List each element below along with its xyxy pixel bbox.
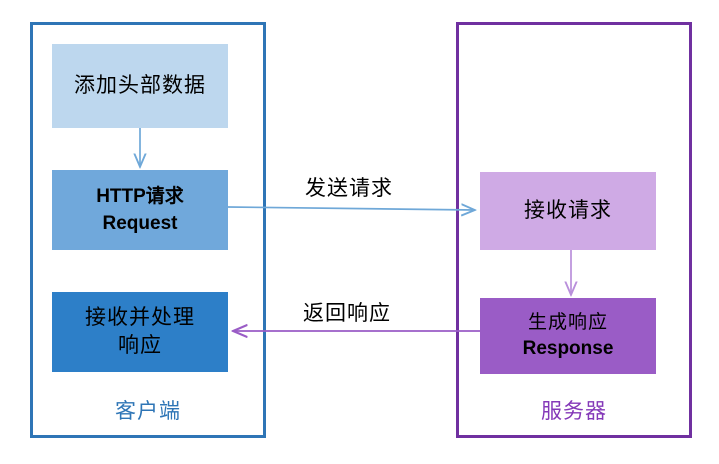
node-receive-request-line-1: 接收请求 bbox=[524, 199, 612, 222]
edge-label-send-request: 发送请求 bbox=[305, 177, 393, 200]
node-generate-response-line-2: Response bbox=[522, 338, 614, 359]
node-http-request: HTTP请求 Request bbox=[52, 170, 228, 250]
edge-label-return-response: 返回响应 bbox=[303, 302, 391, 325]
node-receive-request: 接收请求 bbox=[480, 172, 656, 250]
node-receive-response-line-1: 接收并处理 bbox=[85, 306, 195, 329]
node-generate-response-line-1: 生成响应 bbox=[527, 312, 608, 333]
node-http-request-line-2: Request bbox=[102, 213, 178, 234]
node-generate-response: 生成响应 Response bbox=[480, 298, 656, 374]
node-receive-response: 接收并处理 响应 bbox=[52, 292, 228, 372]
node-add-header: 添加头部数据 bbox=[52, 44, 228, 128]
client-lane-label: 客户端 bbox=[115, 400, 181, 423]
node-add-header-line-1: 添加头部数据 bbox=[74, 74, 206, 97]
node-http-request-line-1: HTTP请求 bbox=[96, 186, 184, 207]
node-receive-response-line-2: 响应 bbox=[118, 334, 162, 357]
server-lane-label: 服务器 bbox=[541, 400, 607, 423]
